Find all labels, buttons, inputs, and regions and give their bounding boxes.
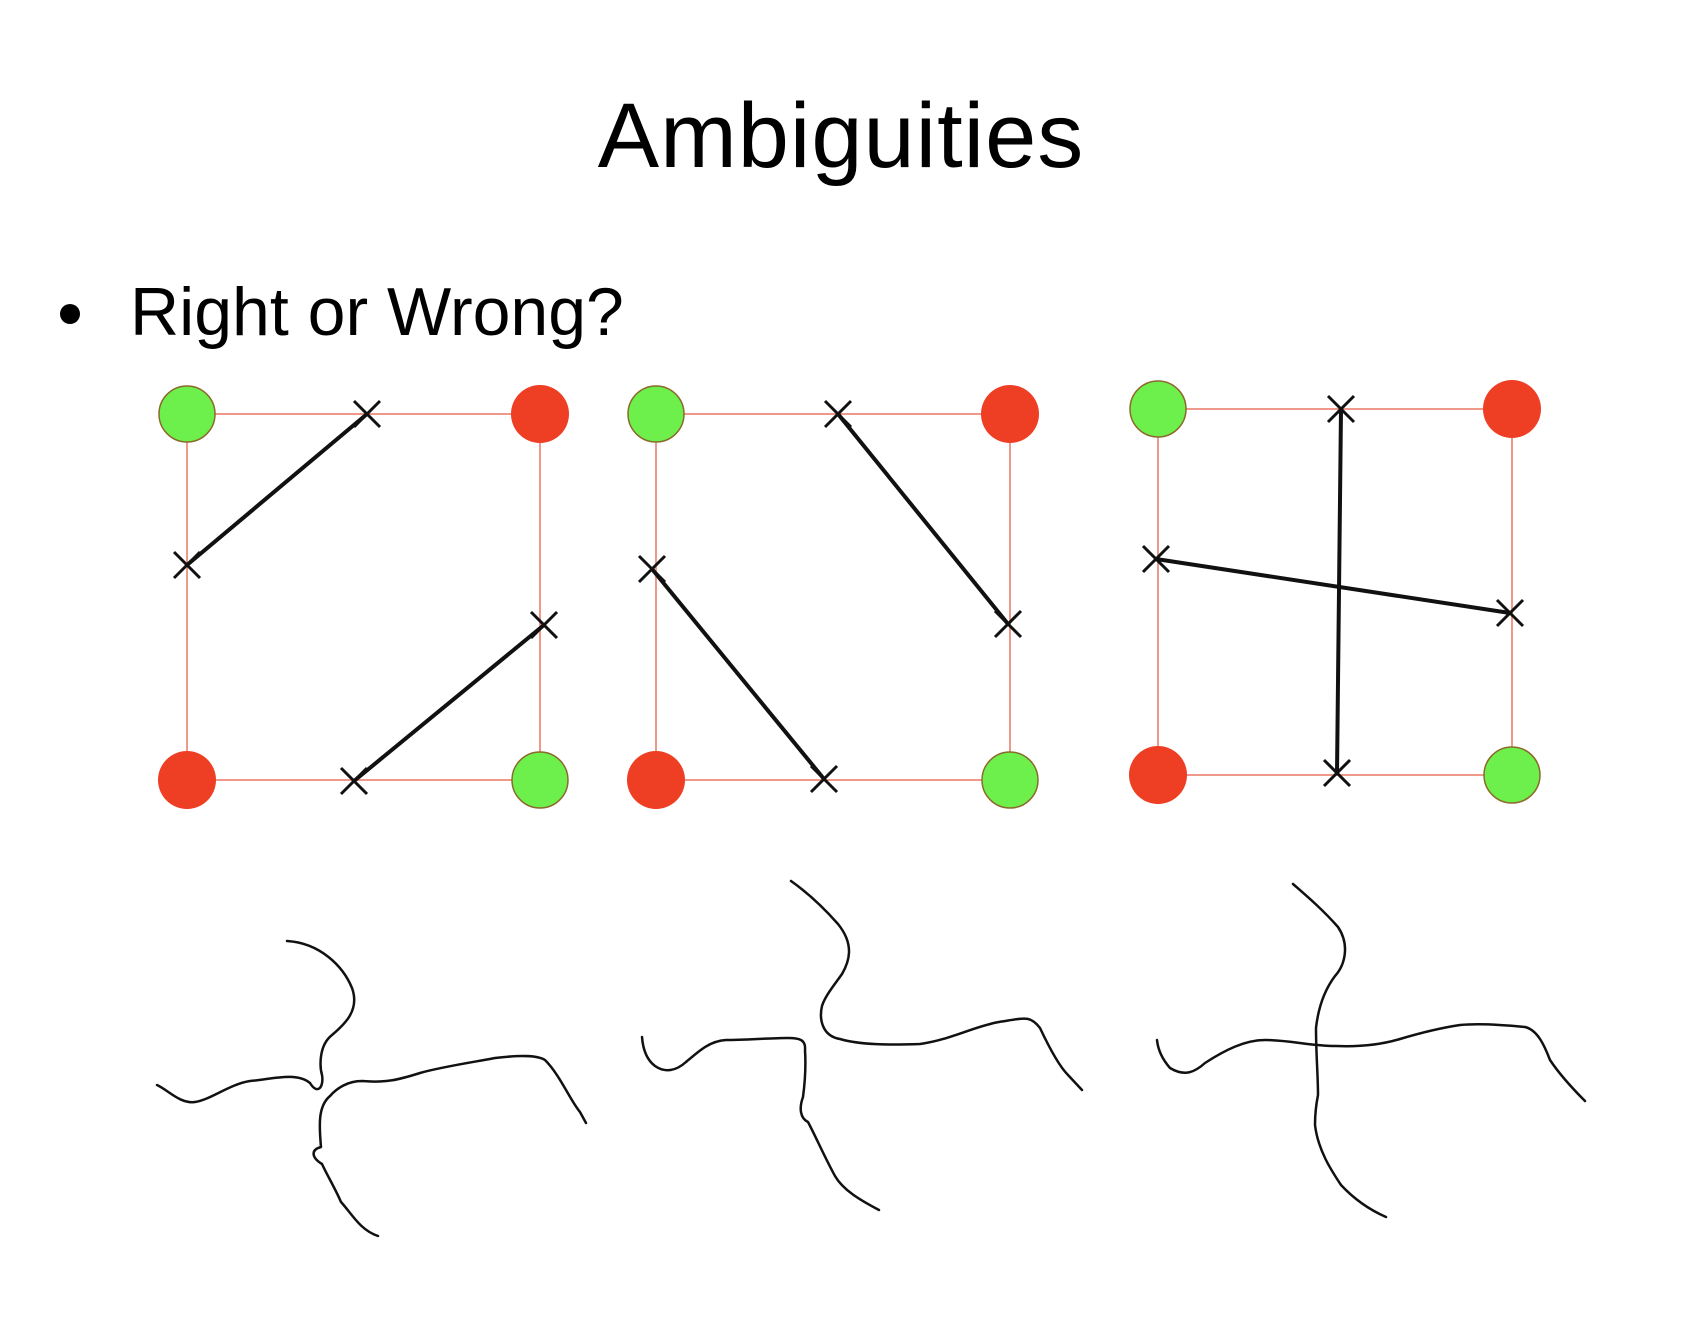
intersection-x-icon <box>993 609 1023 639</box>
cell-2 <box>627 385 1039 809</box>
sketch-1 <box>155 939 588 1238</box>
contour-segment <box>650 567 826 781</box>
sketch-curve <box>155 939 356 1104</box>
negative-vertex-icon <box>1483 380 1541 438</box>
intersection-x-icon <box>1495 598 1525 628</box>
contour-segment <box>352 623 546 783</box>
intersection-x-icon <box>172 550 202 580</box>
contour-sketches <box>155 879 1587 1238</box>
contour-segment <box>1335 408 1343 774</box>
sketch-curve <box>640 1035 881 1212</box>
bullet-text: Right or Wrong? <box>130 274 624 350</box>
intersection-x-icon <box>1322 758 1352 788</box>
sketch-curve <box>1155 1022 1587 1103</box>
cell-edge <box>655 413 1011 781</box>
contour-segment <box>836 412 1010 626</box>
positive-vertex-icon <box>511 751 569 809</box>
intersection-x-icon <box>1141 544 1171 574</box>
negative-vertex-icon <box>981 385 1039 443</box>
contour-segment <box>1155 557 1511 615</box>
cell-edge <box>186 413 541 781</box>
cell-3 <box>1129 380 1541 804</box>
positive-vertex-icon <box>1483 746 1541 804</box>
intersection-x-icon <box>529 610 559 640</box>
intersection-x-icon <box>339 766 369 796</box>
bullet-item: Right or Wrong? <box>60 272 624 352</box>
sketch-curve <box>1291 882 1388 1219</box>
intersection-x-icon <box>823 399 853 429</box>
intersection-x-icon <box>637 554 667 584</box>
cell-1 <box>158 385 569 809</box>
cell-diagrams <box>158 380 1541 809</box>
sketch-curve <box>789 879 1084 1092</box>
negative-vertex-icon <box>158 751 216 809</box>
positive-vertex-icon <box>1129 380 1187 438</box>
negative-vertex-icon <box>511 385 569 443</box>
positive-vertex-icon <box>627 385 685 443</box>
cell-edge <box>1157 408 1513 776</box>
sketch-2 <box>640 879 1084 1212</box>
sketch-3 <box>1155 882 1587 1219</box>
positive-vertex-icon <box>158 385 216 443</box>
negative-vertex-icon <box>1129 746 1187 804</box>
bullet-dot-icon <box>60 304 80 324</box>
sketch-curve <box>312 1054 588 1238</box>
intersection-x-icon <box>809 764 839 794</box>
positive-vertex-icon <box>981 751 1039 809</box>
negative-vertex-icon <box>627 751 685 809</box>
intersection-x-icon <box>352 399 382 429</box>
page-title: Ambiguities <box>597 85 1085 187</box>
intersection-x-icon <box>1326 394 1356 424</box>
contour-segment <box>185 412 369 567</box>
